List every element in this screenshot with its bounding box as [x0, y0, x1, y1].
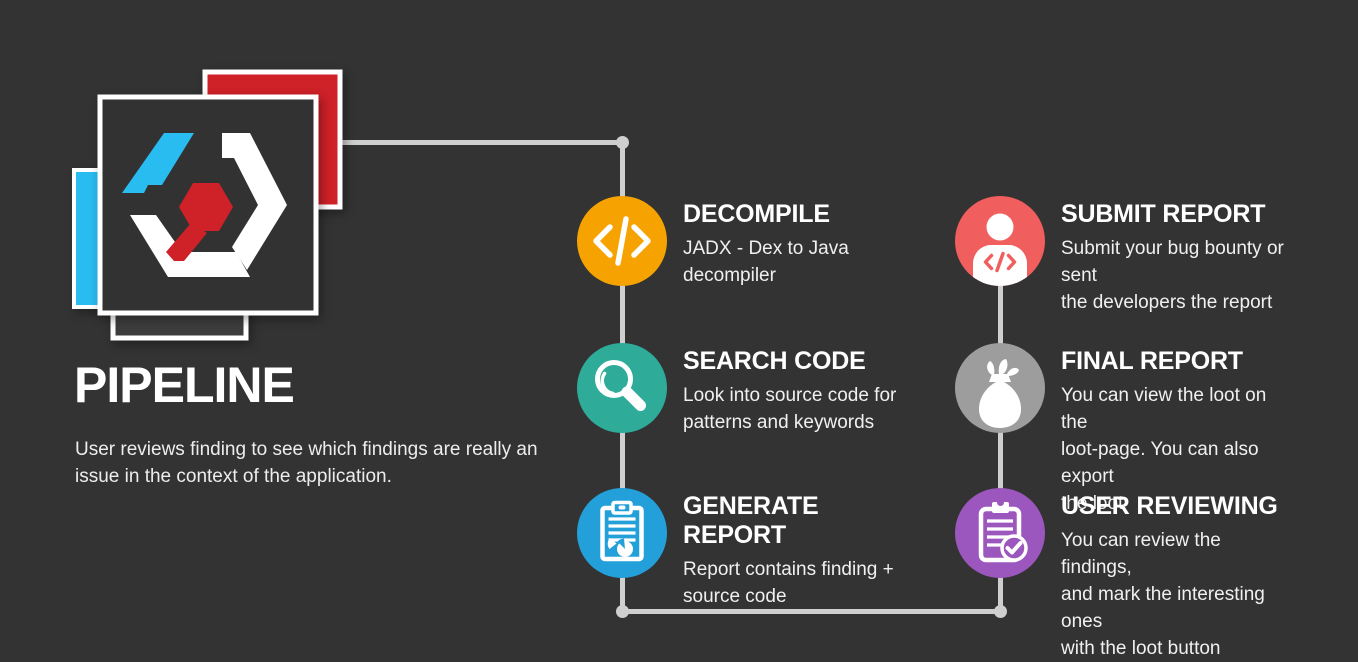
magnifier-icon: [595, 360, 646, 411]
logo-hex-right-segment: [222, 133, 287, 270]
final-report-circle: [955, 343, 1045, 433]
step-title: USER REVIEWING: [1061, 492, 1278, 520]
connector-dot-bottom-right: [994, 605, 1007, 618]
report-pie-icon: [600, 500, 644, 562]
generate-report-circle: [577, 488, 667, 578]
step-title: FINAL REPORT: [1061, 347, 1243, 375]
step-description: You can review the findings, and mark th…: [1061, 530, 1265, 659]
search-code-circle: [577, 343, 667, 433]
connector-dot-top: [616, 136, 629, 149]
step-title: DECOMPILE: [683, 200, 830, 228]
step-description: Look into source code for patterns and k…: [683, 385, 897, 433]
logo-red-hexagon: [179, 183, 233, 231]
step-title: SEARCH CODE: [683, 347, 866, 375]
step-description: Report contains finding + source code: [683, 559, 894, 607]
step-title: GENERATE REPORT: [683, 492, 819, 549]
step-description: You can view the loot on the loot-page. …: [1061, 385, 1267, 514]
page-title: PIPELINE: [74, 357, 295, 413]
code-icon: [593, 216, 651, 266]
logo-red-tail: [166, 223, 207, 261]
clipboard-check-icon: [978, 499, 1028, 563]
page-description: User reviews finding to see which findin…: [75, 439, 538, 487]
submit-report-circle: [955, 196, 1045, 286]
logo-hex-cyan-segment: [122, 133, 194, 193]
person-code-icon: [973, 213, 1027, 286]
step-title: SUBMIT REPORT: [1061, 200, 1266, 228]
connector-bottom-horizontal: [622, 609, 1003, 614]
loot-bag-icon: [979, 359, 1021, 428]
step-description: JADX - Dex to Java decompiler: [683, 238, 849, 286]
connector-dot-bottom-left: [616, 605, 629, 618]
code-hexagon-logo: [72, 69, 343, 341]
step-description: Submit your bug bounty or sent the devel…: [1061, 238, 1284, 313]
logo-hexagon-mark: [122, 133, 287, 277]
connector-top-horizontal: [339, 140, 623, 145]
user-reviewing-circle: [955, 488, 1045, 578]
decompile-circle: [577, 196, 667, 286]
logo-hex-bottom-segment: [130, 215, 250, 277]
